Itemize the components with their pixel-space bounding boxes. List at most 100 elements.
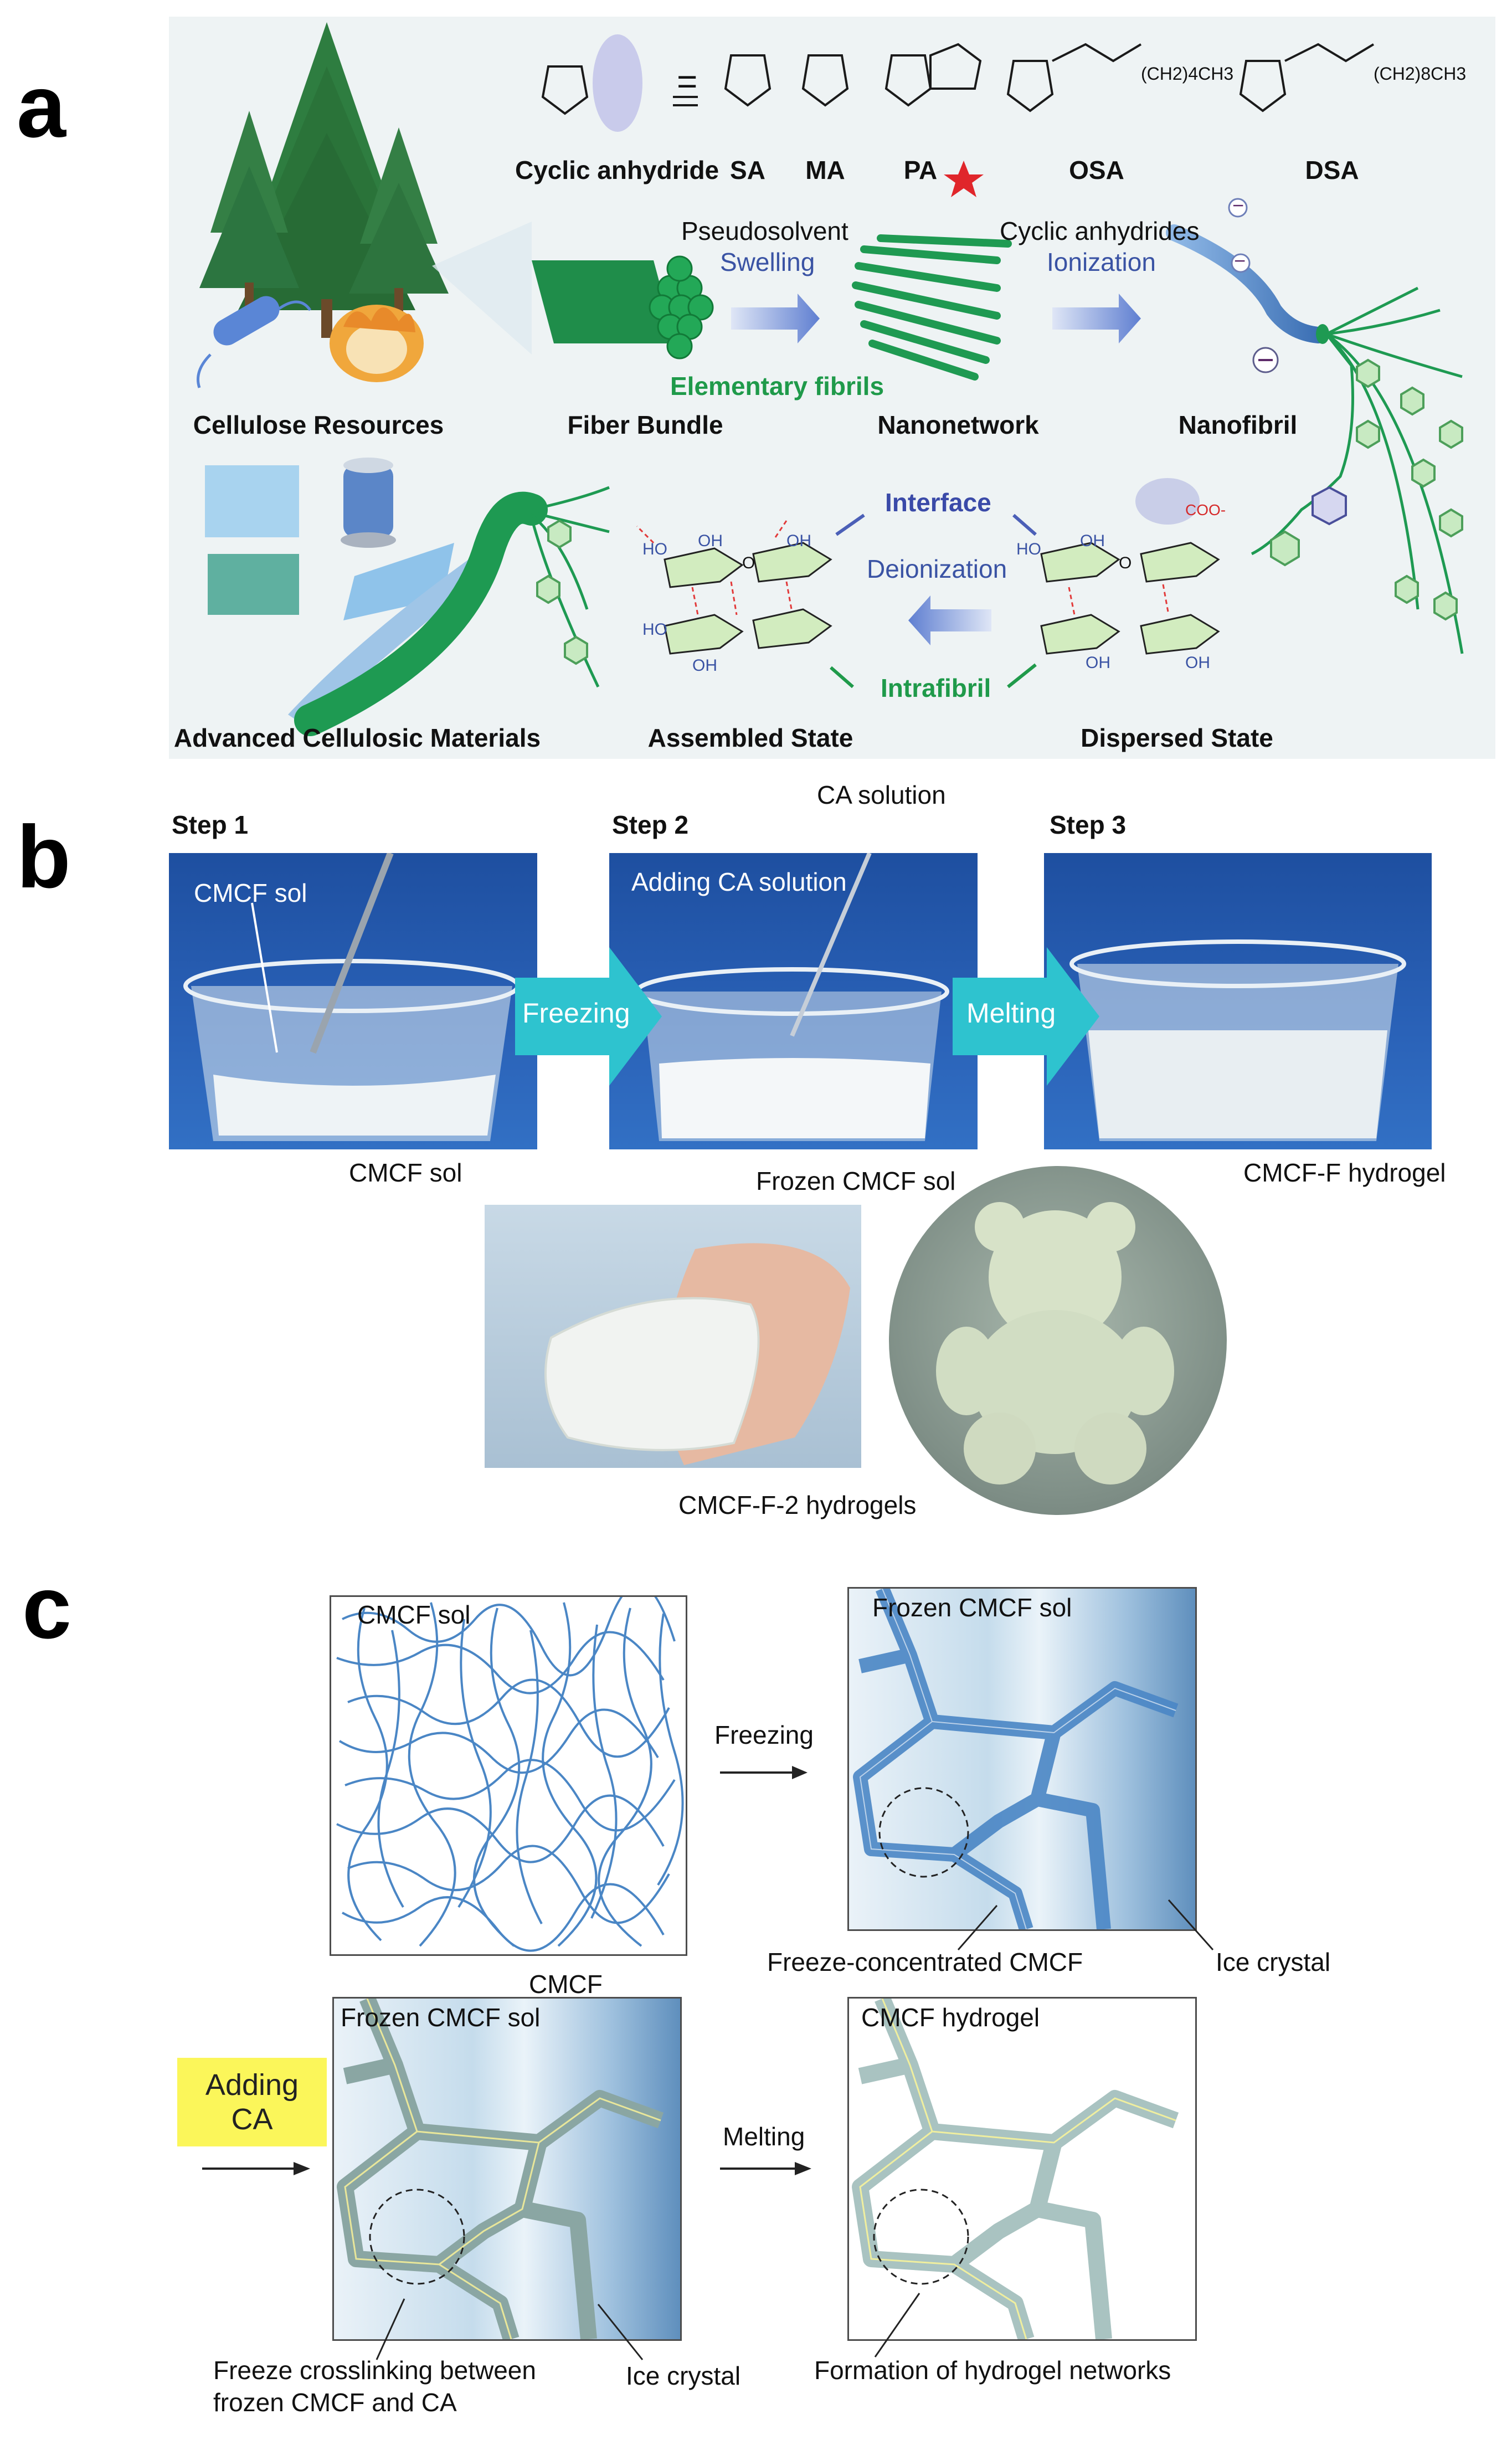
frozen-network-icon <box>853 1589 1179 1929</box>
melting-arrow <box>953 947 1099 1086</box>
panel-a-graphics <box>197 22 1464 736</box>
ionization-arrow-icon <box>1052 294 1141 343</box>
hydrogel-network-icon <box>852 1999 1179 2339</box>
chem-coo: COO- <box>1185 501 1226 518</box>
intrafibril-label: Intrafibril <box>881 674 991 702</box>
caption-cmcf-f2-hydrogels: CMCF-F-2 hydrogels <box>678 1491 917 1519</box>
interface-label: Interface <box>885 488 991 517</box>
box2-ice-crystal: Ice crystal <box>1216 1948 1331 1976</box>
algae-icon <box>330 305 424 382</box>
freezing-label: Freezing <box>522 998 630 1029</box>
box3-ice-crystal: Ice crystal <box>626 2361 741 2390</box>
star-icon <box>944 161 984 197</box>
chem-o-1: O <box>742 554 755 572</box>
box3-crosslink-line2: frozen CMCF and CA <box>213 2388 457 2417</box>
anhydride-sa: SA <box>730 156 765 184</box>
anhydride-pa: PA <box>903 156 938 184</box>
assembled-glucose-icons <box>664 542 832 655</box>
chem-o-2: O <box>1119 554 1132 572</box>
photo-step3 <box>1044 853 1432 1149</box>
bacteria-icon <box>197 296 312 388</box>
box4-formation-label: Formation of hydrogel networks <box>814 2356 1171 2385</box>
caption-cmcf-sol: CMCF sol <box>349 1158 462 1187</box>
anhydride-label: Cyclic anhydride <box>515 156 719 184</box>
caption-cmcf-f-hydrogel: CMCF-F hydrogel <box>1243 1158 1446 1187</box>
osa-chain: (CH2)4CH3 <box>1141 64 1234 84</box>
chem-oh-3: OH <box>692 656 717 675</box>
stage-assembled: Assembled State <box>647 723 853 752</box>
crosslinked-network-icon <box>337 1999 664 2339</box>
photo-hydrogel-bear <box>889 1166 1227 1515</box>
ca-solution-label: CA solution <box>817 780 946 809</box>
panel-letter-a: a <box>17 57 66 156</box>
step-1-label: Step 1 <box>172 810 249 839</box>
step1-bottom: Swelling <box>720 248 815 276</box>
nanofibril-icon <box>1166 198 1464 654</box>
photo2-adding-ca: Adding CA solution <box>631 867 847 896</box>
box1-title: CMCF sol <box>357 1600 471 1629</box>
box2-freeze-concentrated: Freeze-concentrated CMCF <box>767 1948 1083 1976</box>
c-melting-label: Melting <box>723 2122 805 2151</box>
chem-oh-5: OH <box>1086 654 1110 672</box>
stage-nanonetwork: Nanonetwork <box>877 410 1039 439</box>
chem-oh-1: OH <box>698 532 723 550</box>
stage-fiber-bundle: Fiber Bundle <box>567 410 723 439</box>
deionization-label: Deionization <box>867 554 1007 583</box>
nanonetwork-icon <box>852 234 1012 381</box>
photo-hydrogel-finger <box>485 1205 861 1468</box>
chem-oh-2: OH <box>786 532 811 550</box>
cyclic-anhydride-structures <box>541 34 1375 132</box>
melting-label: Melting <box>966 998 1056 1029</box>
c-freezing-arrow <box>720 1766 808 1779</box>
box2-title: Frozen CMCF sol <box>872 1593 1072 1622</box>
panel-letter-c: c <box>22 1558 71 1657</box>
freezing-arrow <box>515 947 662 1086</box>
step1-top: Pseudosolvent <box>681 217 848 245</box>
c-melting-arrow <box>720 2162 811 2175</box>
stage-dispersed: Dispersed State <box>1081 723 1273 752</box>
assembled-hexagon-icons <box>536 519 588 665</box>
step2-bottom: Ionization <box>1047 248 1156 276</box>
anhydride-equals: = <box>677 61 698 101</box>
stage-advanced-materials: Advanced Cellulosic Materials <box>173 723 541 752</box>
stage-cellulose-resources: Cellulose Resources <box>193 410 444 439</box>
chem-ho-2: HO <box>642 620 667 639</box>
box2-leader-lines <box>957 1899 1214 1950</box>
step2-top: Cyclic anhydrides <box>1000 217 1200 245</box>
adding-ca-line2: CA <box>231 2103 273 2136</box>
photo1-cmcf-sol: CMCF sol <box>194 879 307 907</box>
anhydride-ma: MA <box>805 156 845 184</box>
cmcf-chains-icon <box>336 1597 684 1952</box>
step-2-label: Step 2 <box>612 810 689 839</box>
schematic-frozen-ca <box>332 1997 682 2341</box>
dispersed-glucose-icons <box>1040 478 1220 655</box>
dsa-chain: (CH2)8CH3 <box>1374 64 1467 84</box>
schematic-cmcf-hydrogel <box>847 1997 1197 2341</box>
c-freezing-label: Freezing <box>714 1720 814 1749</box>
fiber-bundle-icon <box>532 255 714 359</box>
deionization-arrow-icon <box>908 595 991 645</box>
swelling-arrow-icon <box>731 294 820 343</box>
box4-title: CMCF hydrogel <box>861 2003 1040 2032</box>
schematic-cmcf-sol <box>330 1595 687 1956</box>
chem-oh-4: OH <box>1080 532 1105 550</box>
box1-cmcf-label: CMCF <box>529 1970 603 1999</box>
box3-leader-lines <box>376 2298 644 2360</box>
c-adding-arrow <box>202 2162 310 2175</box>
cellulosic-materials-icon <box>205 458 487 726</box>
elementary-fibrils: Elementary fibrils <box>670 372 884 400</box>
step-3-label: Step 3 <box>1050 810 1127 839</box>
box3-title: Frozen CMCF sol <box>341 2003 541 2032</box>
hexagon-chain-icons <box>1270 358 1463 621</box>
photo-step1 <box>169 853 537 1149</box>
box4-leader-line <box>874 2293 920 2357</box>
chem-ho-3: HO <box>1016 540 1041 558</box>
panel-letter-b: b <box>17 807 71 906</box>
box3-crosslink-line1: Freeze crosslinking between <box>213 2356 536 2385</box>
anhydride-osa: OSA <box>1069 156 1124 184</box>
schematic-frozen-cmcf <box>847 1587 1197 1931</box>
adding-ca-line1: Adding <box>205 2068 299 2102</box>
photo-step2 <box>609 853 978 1149</box>
charge-minus-1: − <box>1232 194 1244 217</box>
